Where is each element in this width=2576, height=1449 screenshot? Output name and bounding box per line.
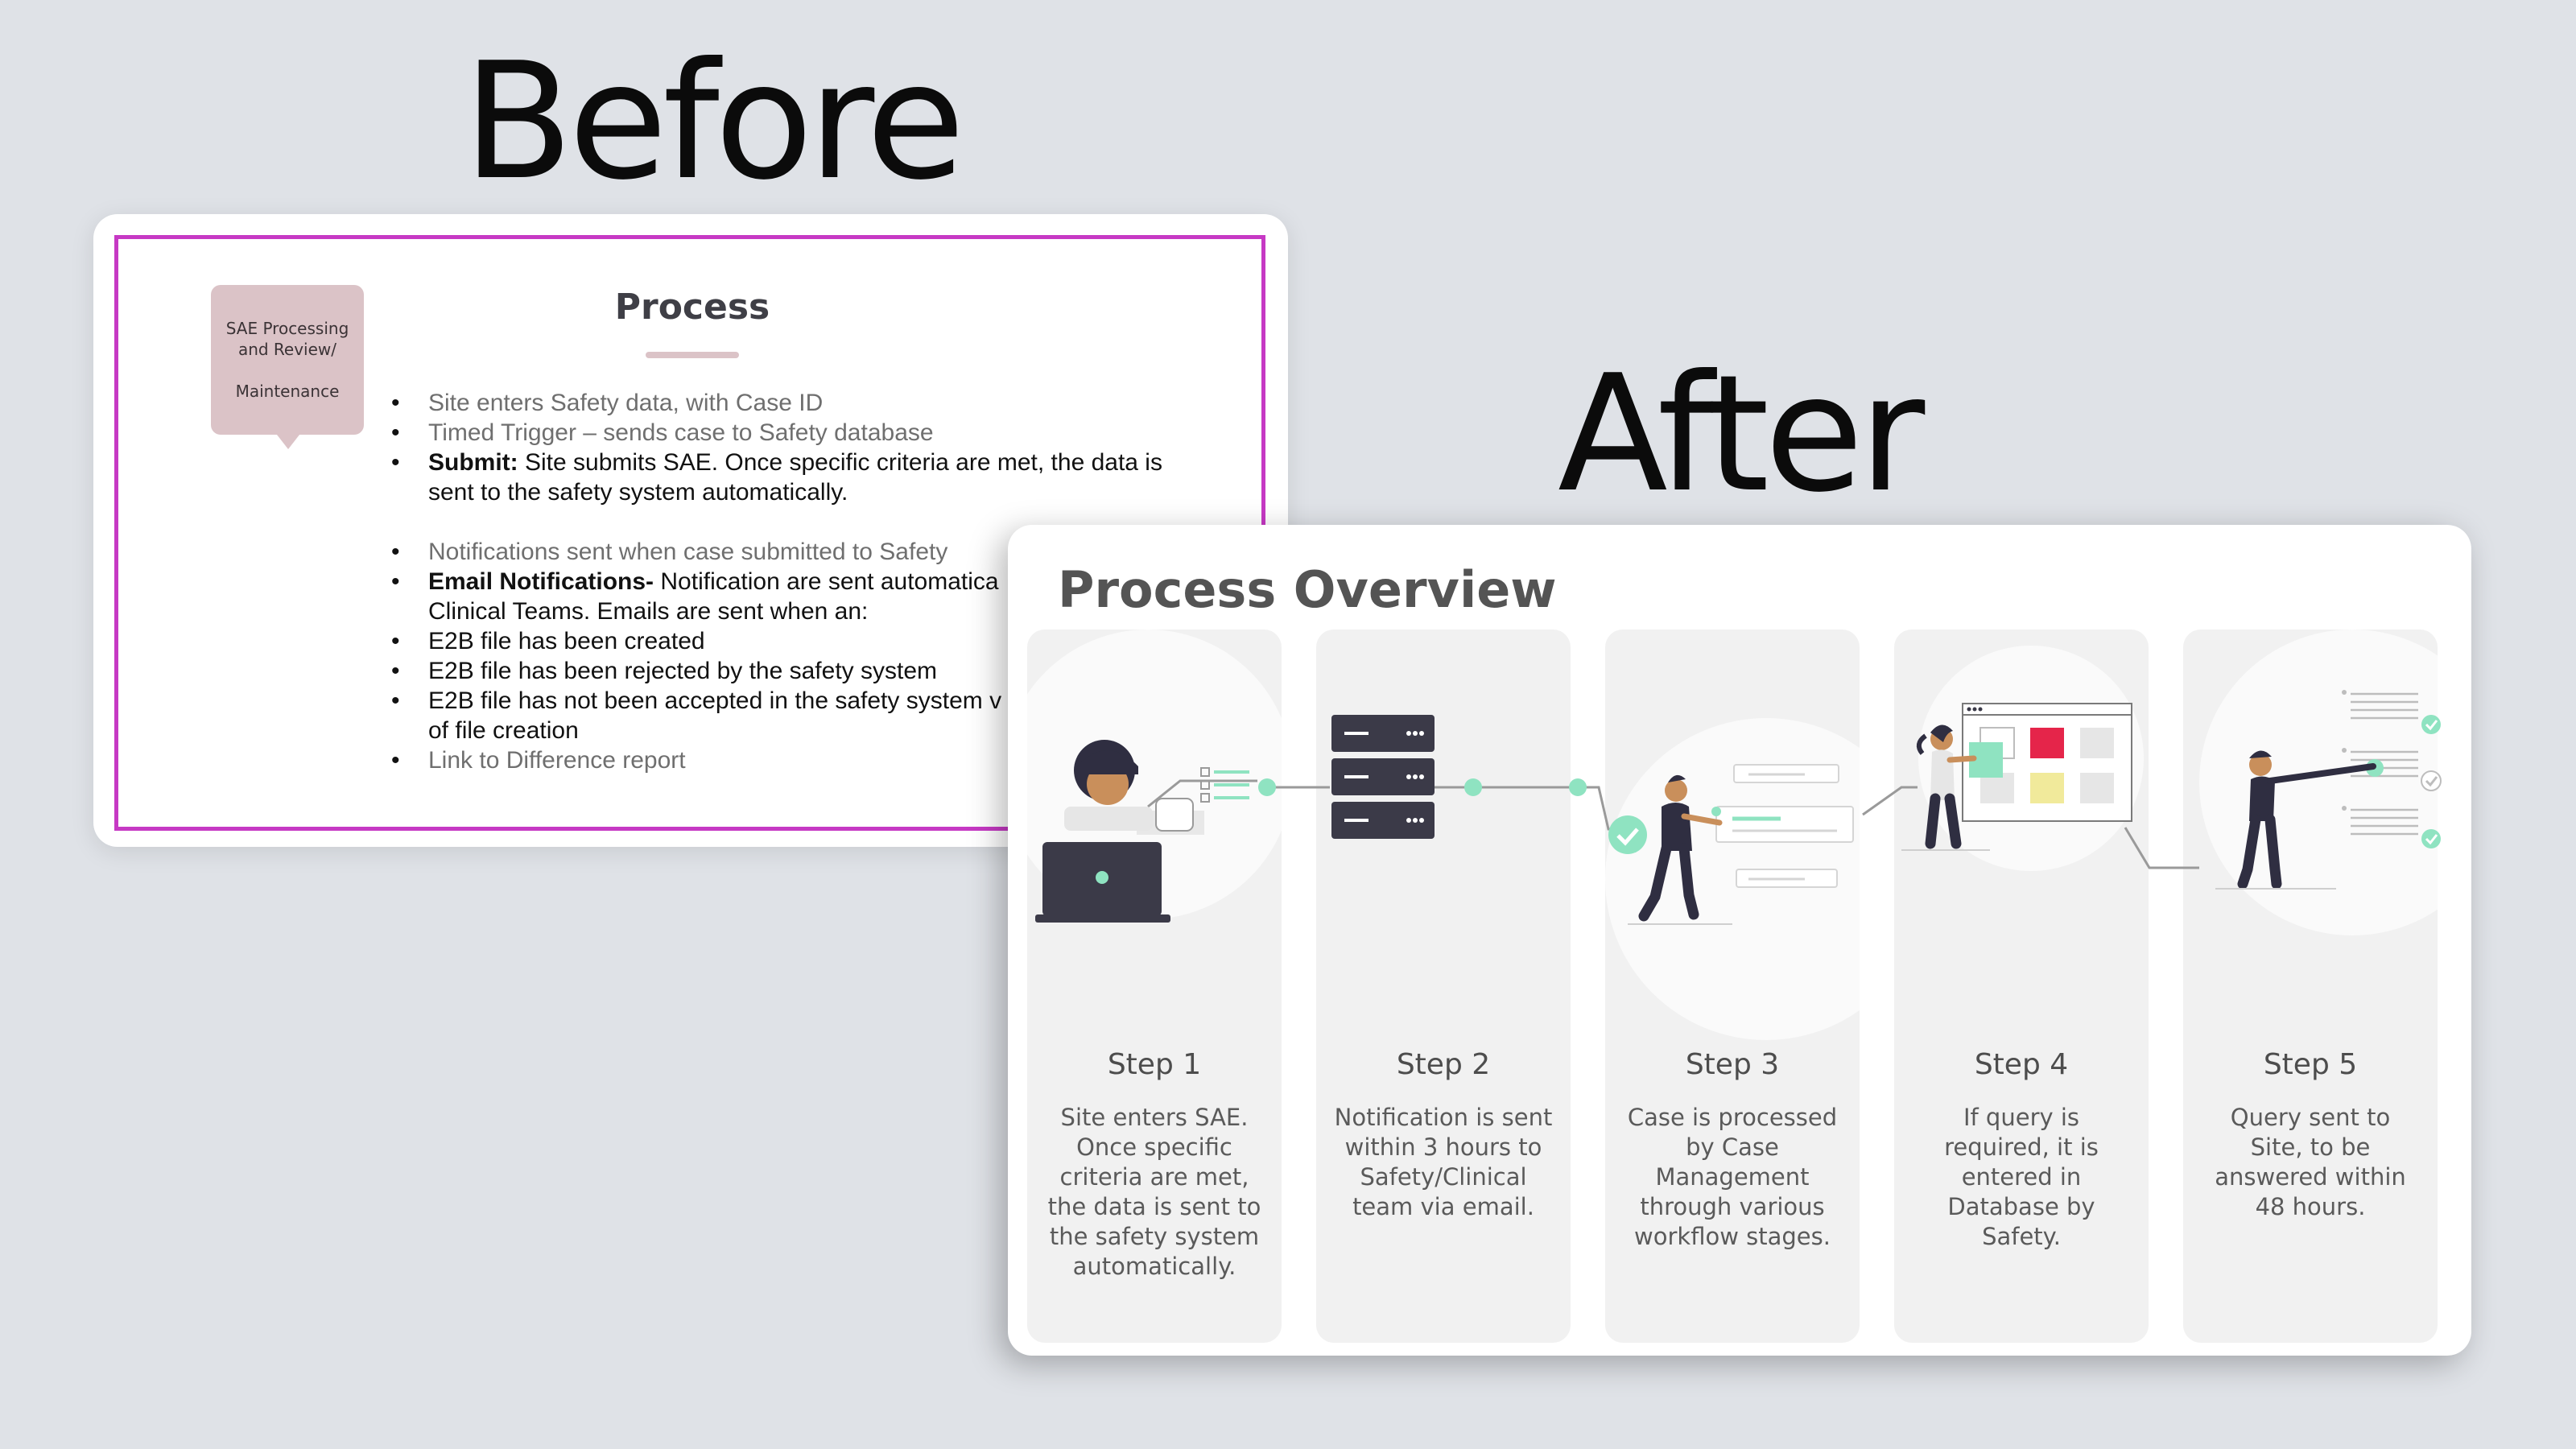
step-panel-3: Step 3 Case is processed by Case Managem… [1605, 630, 1860, 1343]
after-slide-heading: Process Overview [1058, 560, 1557, 619]
step-description: Notification is sent within 3 hours to S… [1334, 1104, 1553, 1220]
bullet-item: E2B file has been rejected by the safety… [391, 656, 1269, 686]
bullet-item: Link to Difference report [391, 745, 1269, 775]
bullet-item: Submit: Site submits SAE. Once specific … [391, 448, 1269, 477]
step-panel-4: Step 4 If query is required, it is enter… [1894, 630, 2149, 1343]
callout-text: SAE Processing and Review/ Maintenance [225, 319, 349, 401]
step-description: Query sent to Site, to be answered withi… [2215, 1104, 2406, 1220]
step-title: Step 2 [1396, 1048, 1491, 1081]
step-panel-2: Step 2 Notification is sent within 3 hou… [1316, 630, 1571, 1343]
step-title: Step 1 [1107, 1048, 1202, 1081]
step-title: Step 3 [1685, 1048, 1780, 1081]
bullet-bold-label: Email Notifications- [428, 568, 654, 595]
bullet-bold-label: Submit: [428, 449, 518, 476]
bullet-item: Notifications sent when case submitted t… [391, 537, 1269, 567]
heading-underline [646, 352, 739, 358]
step-title: Step 5 [2263, 1048, 2358, 1081]
step-description: Case is processed by Case Management thr… [1627, 1104, 1838, 1250]
bullet-item: Site enters Safety data, with Case ID [391, 388, 1269, 418]
bullet-item: sent to the safety system automatically. [428, 479, 848, 506]
bullet-item: Email Notifications- Notification are se… [391, 567, 1269, 597]
before-slide-heading: Process [614, 287, 770, 328]
callout-bubble: SAE Processing and Review/ Maintenance [211, 285, 364, 449]
bullet-item: Clinical Teams. Emails are sent when an: [428, 598, 869, 625]
bullet-text: Site submits SAE. Once specific criteria… [518, 449, 1162, 476]
after-title: After [1558, 341, 1925, 528]
step-description: Site enters SAE. Once specific criteria … [1047, 1104, 1261, 1280]
bullet-item: of file creation [428, 717, 579, 744]
step-panel-1: Step 1 Site enters SAE. Once specific cr… [1027, 630, 1282, 1343]
bullet-text: Notification are sent automatica [654, 568, 999, 595]
step-panel-5: Step 5 Query sent to Site, to be answere… [2183, 630, 2438, 1343]
bullet-item: E2B file has been created [391, 626, 1269, 656]
after-slide-card: Process Overview Step 1 Site enters SAE.… [1008, 525, 2471, 1356]
before-bullet-list: Site enters Safety data, with Case IDTim… [391, 388, 1269, 775]
step-title: Step 4 [1974, 1048, 2069, 1081]
bullet-item: E2B file has not been accepted in the sa… [391, 686, 1269, 716]
before-title: Before [463, 28, 965, 216]
bullet-item: Timed Trigger – sends case to Safety dat… [391, 418, 1269, 448]
step-description: If query is required, it is entered in D… [1944, 1104, 2099, 1250]
